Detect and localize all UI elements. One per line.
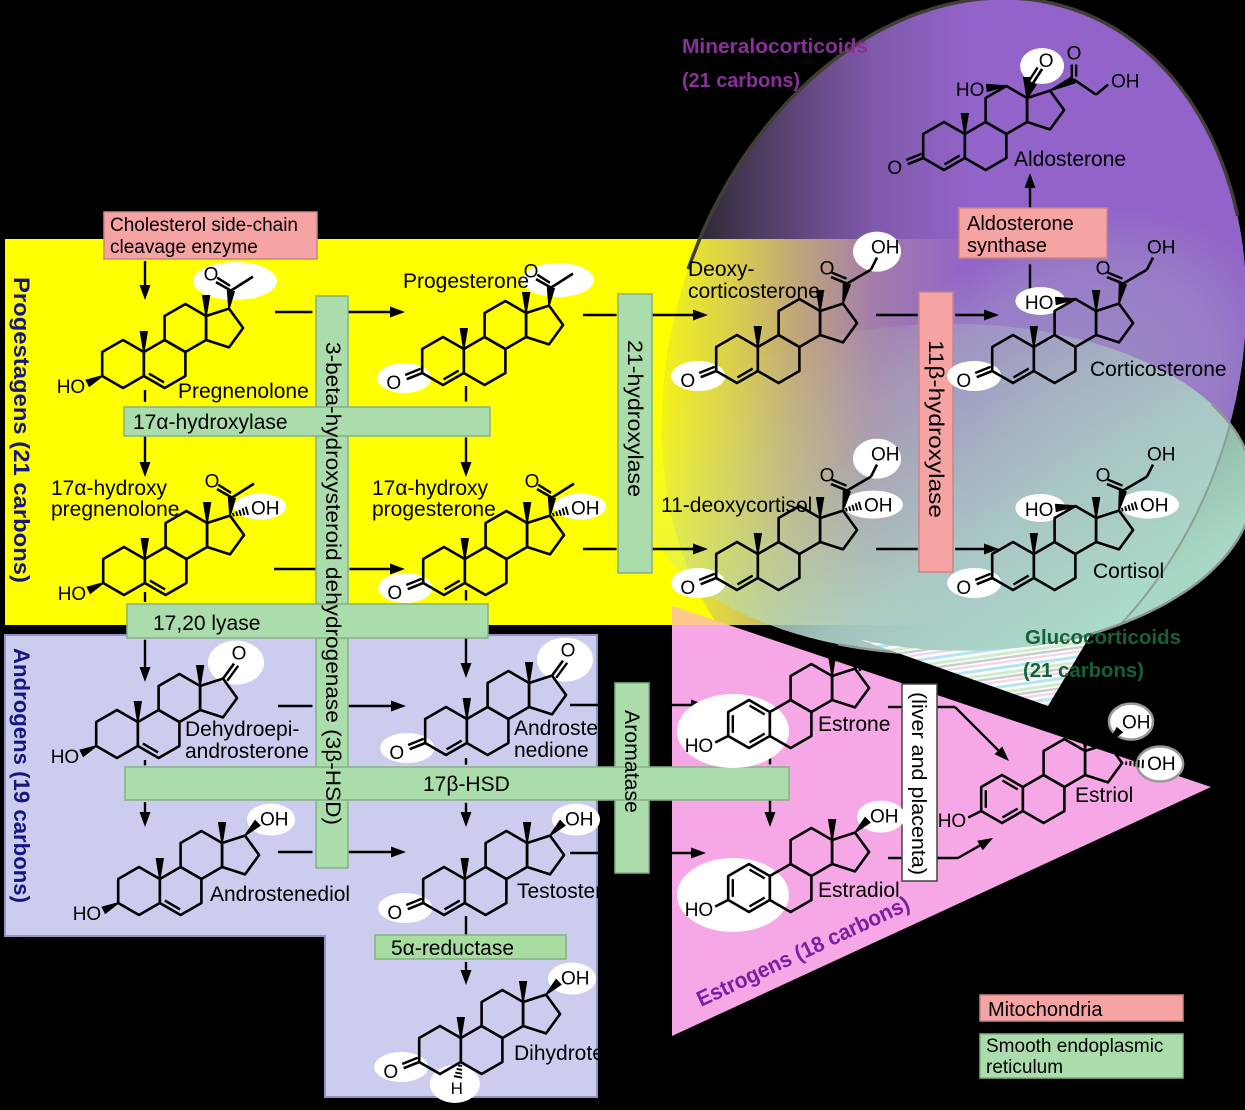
svg-text:Corticosterone: Corticosterone	[1090, 358, 1227, 381]
svg-text:nedione: nedione	[514, 739, 589, 762]
svg-text:Estriol: Estriol	[1075, 784, 1133, 807]
svg-text:progesterone: progesterone	[372, 498, 496, 521]
svg-text:11-deoxycortisol: 11-deoxycortisol	[661, 494, 812, 517]
svg-text:pregnenolone: pregnenolone	[51, 498, 179, 521]
svg-text:Aldosterone: Aldosterone	[1014, 148, 1126, 171]
svg-text:HO: HO	[57, 377, 86, 398]
svg-text:synthase: synthase	[967, 235, 1047, 257]
svg-text:O: O	[383, 1062, 398, 1083]
svg-text:OH: OH	[571, 499, 600, 520]
svg-text:O: O	[1096, 466, 1111, 487]
svg-text:OH: OH	[1147, 238, 1176, 259]
svg-text:HO: HO	[685, 900, 714, 921]
svg-text:O: O	[820, 466, 835, 487]
svg-text:O: O	[387, 903, 402, 924]
svg-text:(liver and placenta): (liver and placenta)	[907, 692, 929, 875]
svg-text:O: O	[1096, 259, 1111, 280]
svg-text:O: O	[1039, 51, 1054, 72]
svg-text:O: O	[389, 743, 404, 764]
svg-text:Dehydroepi-: Dehydroepi-	[185, 718, 299, 741]
svg-text:HO: HO	[58, 584, 87, 605]
svg-text:OH: OH	[1122, 713, 1151, 734]
svg-text:OH: OH	[260, 810, 289, 831]
svg-text:17α-hydroxylase: 17α-hydroxylase	[133, 411, 288, 434]
svg-text:17α-hydroxy: 17α-hydroxy	[51, 477, 168, 500]
svg-text:OH: OH	[561, 969, 590, 990]
svg-text:O: O	[680, 371, 695, 392]
svg-text:(21 carbons): (21 carbons)	[682, 70, 800, 92]
svg-text:androsterone: androsterone	[185, 740, 309, 763]
svg-text:Mitochondria: Mitochondria	[988, 999, 1103, 1021]
svg-text:21-hydroxylase: 21-hydroxylase	[623, 340, 646, 497]
svg-text:Progestagens (21 carbons): Progestagens (21 carbons)	[9, 277, 34, 583]
svg-text:OH: OH	[1140, 496, 1169, 517]
svg-text:HO: HO	[51, 747, 80, 768]
svg-text:O: O	[387, 583, 402, 604]
svg-text:Deoxy-: Deoxy-	[688, 258, 755, 281]
svg-text:OH: OH	[1147, 445, 1176, 466]
svg-text:OH: OH	[871, 445, 900, 466]
svg-text:Androstenediol: Androstenediol	[210, 883, 350, 906]
svg-text:Pregnenolone: Pregnenolone	[178, 380, 309, 403]
svg-text:O: O	[561, 641, 576, 662]
svg-text:O: O	[956, 371, 971, 392]
svg-text:OH: OH	[871, 238, 900, 259]
svg-text:Cholesterol side-chain: Cholesterol side-chain	[110, 215, 298, 236]
svg-text:H: H	[451, 1079, 463, 1098]
svg-text:HO: HO	[938, 811, 967, 832]
svg-text:HO: HO	[685, 736, 714, 757]
svg-text:(21 carbons): (21 carbons)	[1023, 660, 1144, 682]
svg-text:O: O	[232, 644, 247, 665]
svg-text:corticosterone: corticosterone	[688, 280, 820, 303]
svg-text:OH: OH	[251, 499, 280, 520]
svg-text:Androgens (19 carbons): Androgens (19 carbons)	[9, 648, 34, 903]
svg-text:O: O	[204, 265, 219, 286]
svg-text:Dihydrotestosterone: Dihydrotestosterone	[514, 1042, 702, 1065]
svg-text:O: O	[680, 578, 695, 599]
svg-text:Testosterone: Testosterone	[517, 880, 637, 903]
svg-text:OH: OH	[1147, 754, 1176, 775]
svg-text:OH: OH	[870, 807, 899, 828]
svg-text:Progesterone: Progesterone	[403, 270, 529, 293]
svg-text:reticulum: reticulum	[986, 1057, 1063, 1078]
svg-text:HO: HO	[1025, 500, 1054, 521]
svg-text:O: O	[1067, 44, 1082, 65]
svg-text:O: O	[820, 259, 835, 280]
svg-text:cleavage enzyme: cleavage enzyme	[110, 237, 258, 258]
svg-text:O: O	[205, 472, 220, 493]
svg-text:Aldosterone: Aldosterone	[967, 213, 1074, 235]
svg-text:17α-hydroxy: 17α-hydroxy	[372, 477, 489, 500]
svg-text:O: O	[525, 472, 540, 493]
svg-text:3-beta-hydroxysteroid dehydrog: 3-beta-hydroxysteroid dehydrogenase (3β-…	[321, 342, 344, 825]
svg-text:OH: OH	[1111, 72, 1140, 93]
svg-text:17,20 lyase: 17,20 lyase	[153, 612, 260, 635]
svg-text:OH: OH	[565, 810, 594, 831]
svg-text:OH: OH	[864, 496, 893, 517]
svg-text:HO: HO	[956, 80, 985, 101]
svg-text:Cortisol: Cortisol	[1093, 560, 1164, 583]
svg-text:O: O	[956, 578, 971, 599]
svg-text:Smooth endoplasmic: Smooth endoplasmic	[986, 1036, 1163, 1057]
svg-text:O: O	[887, 158, 902, 179]
svg-text:17β-HSD: 17β-HSD	[423, 773, 510, 796]
svg-text:Aromatase: Aromatase	[620, 710, 643, 813]
svg-text:Estrone: Estrone	[818, 713, 890, 736]
svg-text:Mineralocorticoids: Mineralocorticoids	[682, 36, 868, 58]
svg-text:Glucocorticoids: Glucocorticoids	[1025, 627, 1181, 649]
svg-text:HO: HO	[1025, 293, 1054, 314]
svg-text:11β-hydroxylase: 11β-hydroxylase	[924, 340, 947, 518]
svg-text:Androste-: Androste-	[514, 717, 605, 740]
svg-text:HO: HO	[73, 904, 102, 925]
svg-text:5α-reductase: 5α-reductase	[391, 937, 514, 960]
svg-text:O: O	[386, 373, 401, 394]
